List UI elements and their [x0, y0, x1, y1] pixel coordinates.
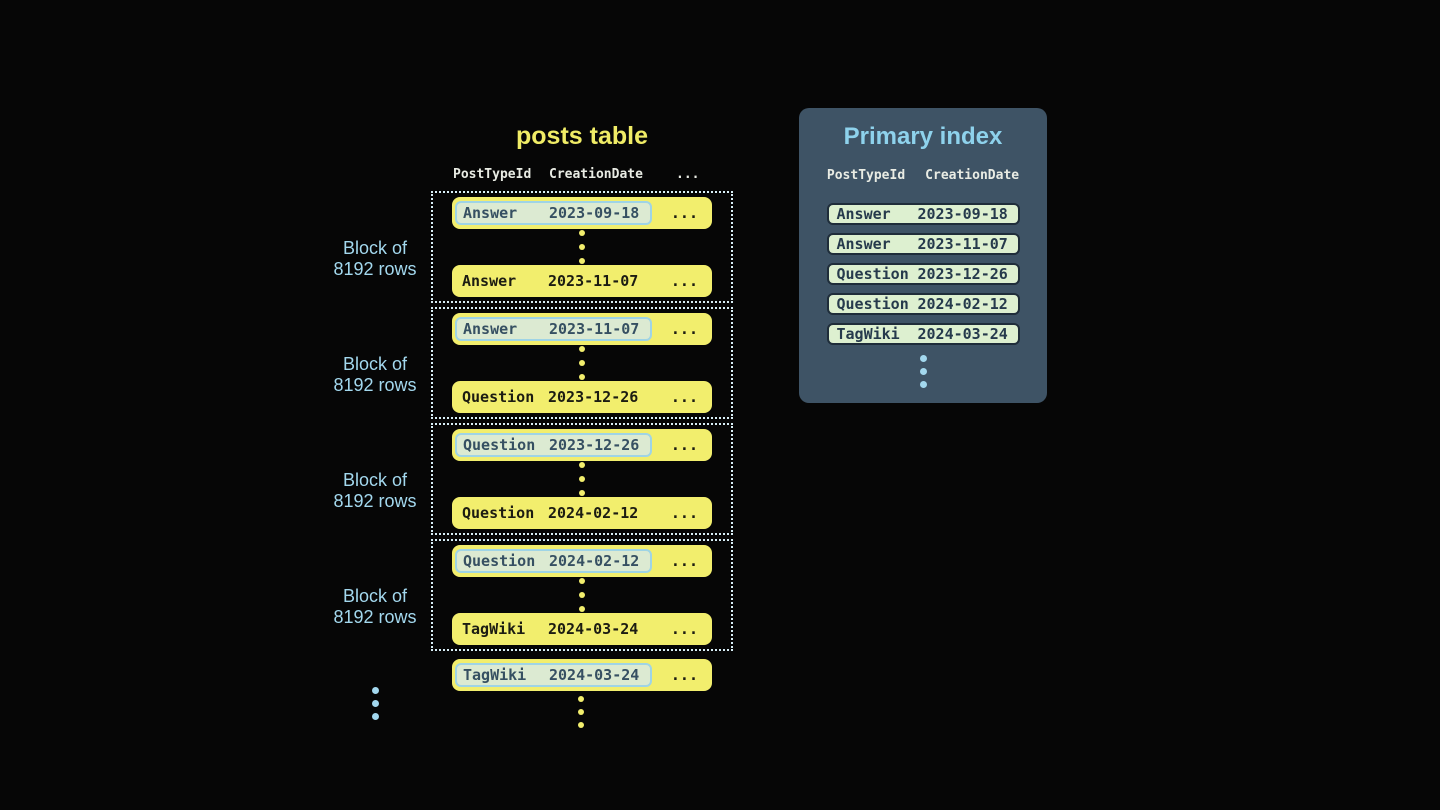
cell-creationdate: 2024-03-24: [917, 325, 1008, 343]
indexed-cell-highlight: Question 2024-02-12: [455, 549, 652, 573]
cell-posttypeid: Answer: [836, 205, 891, 223]
indexed-cell-highlight: TagWiki 2024-03-24: [455, 663, 652, 687]
table-block: Answer 2023-11-07 ... Question 2023-12-26 …: [431, 307, 733, 419]
cell-creationdate: 2023-11-07: [917, 235, 1008, 253]
cell-posttypeid: TagWiki: [462, 620, 526, 638]
block-label-line2: 8192 rows: [333, 607, 417, 627]
block-label: Block of 8192 rows: [326, 238, 424, 280]
posts-table-title: posts table: [516, 122, 648, 150]
cell-creationdate: 2024-02-12: [549, 552, 640, 570]
row-ellipsis: ...: [670, 620, 698, 638]
block-label-line1: Block of: [342, 470, 408, 490]
block-label-line2: 8192 rows: [333, 491, 417, 511]
cell-creationdate: 2023-12-26: [917, 265, 1008, 283]
table-row-first: Question 2024-02-12 ...: [452, 545, 712, 577]
column-header-posttypeid: PostTypeId: [453, 167, 532, 182]
block-label-line2: 8192 rows: [333, 375, 417, 395]
cell-posttypeid: Question: [836, 295, 909, 313]
cell-posttypeid: Answer: [463, 204, 518, 222]
cell-posttypeid: Question: [836, 265, 909, 283]
index-entry: Answer 2023-11-07: [826, 233, 1020, 255]
table-row-last: Answer 2023-11-07 ...: [452, 265, 712, 297]
vertical-ellipsis-dots: [579, 462, 585, 496]
cell-posttypeid: Question: [463, 436, 536, 454]
row-ellipsis: ...: [670, 272, 698, 290]
column-header-ellipsis: ...: [676, 167, 700, 182]
row-ellipsis: ...: [670, 436, 698, 454]
column-header-creationdate: CreationDate: [549, 167, 643, 182]
row-ellipsis: ...: [670, 552, 698, 570]
vertical-ellipsis-dots: [579, 578, 585, 612]
row-ellipsis: ...: [670, 504, 698, 522]
vertical-ellipsis-dots: [578, 696, 584, 728]
block-label: Block of 8192 rows: [326, 586, 424, 628]
cell-creationdate: 2023-11-07: [548, 272, 639, 290]
index-entry: Question 2024-02-12: [826, 293, 1020, 315]
primary-index-entries: Answer 2023-09-18 Answer 2023-11-07 Questi…: [799, 203, 1047, 345]
more-blocks-ellipsis-dots: [372, 687, 379, 720]
table-block: Question 2024-02-12 ... TagWiki 2024-03-24…: [431, 539, 733, 651]
cell-creationdate: 2023-12-26: [548, 388, 639, 406]
cell-creationdate: 2023-09-18: [549, 204, 640, 222]
cell-posttypeid: Answer: [463, 320, 518, 338]
cell-creationdate: 2023-11-07: [549, 320, 640, 338]
cell-posttypeid: Question: [462, 388, 535, 406]
indexed-cell-highlight: Answer 2023-09-18: [455, 201, 652, 225]
cell-creationdate: 2023-12-26: [549, 436, 640, 454]
cell-creationdate: 2024-03-24: [548, 620, 639, 638]
index-entry: TagWiki 2024-03-24: [826, 323, 1020, 345]
primary-index-column-headers: PostTypeId CreationDate: [799, 168, 1047, 183]
cell-creationdate: 2023-09-18: [917, 205, 1008, 223]
indexed-cell-highlight: Answer 2023-11-07: [455, 317, 652, 341]
cell-creationdate: 2024-03-24: [549, 666, 640, 684]
table-row-first: Answer 2023-11-07 ...: [452, 313, 712, 345]
table-block: Question 2023-12-26 ... Question 2024-02-1…: [431, 423, 733, 535]
cell-posttypeid: TagWiki: [463, 666, 527, 684]
column-header-creationdate: CreationDate: [925, 168, 1020, 183]
row-ellipsis: ...: [670, 666, 698, 684]
cell-creationdate: 2024-02-12: [917, 295, 1008, 313]
table-row-last: TagWiki 2024-03-24 ...: [452, 613, 712, 645]
primary-index-title: Primary index: [843, 123, 1003, 150]
cell-posttypeid: TagWiki: [836, 325, 900, 343]
block-label-line1: Block of: [342, 238, 408, 258]
block-label: Block of 8192 rows: [326, 354, 424, 396]
column-header-posttypeid: PostTypeId: [826, 168, 906, 183]
table-block: Answer 2023-09-18 ... Answer 2023-11-07 ..…: [431, 191, 733, 303]
index-entry: Question 2023-12-26: [826, 263, 1020, 285]
row-ellipsis: ...: [670, 204, 698, 222]
vertical-ellipsis-dots: [579, 346, 585, 380]
row-ellipsis: ...: [670, 320, 698, 338]
more-entries-ellipsis-dots: [799, 355, 1047, 388]
block-label-line2: 8192 rows: [333, 259, 417, 279]
table-row-overflow: TagWiki 2024-03-24 ...: [452, 659, 712, 691]
cell-posttypeid: Question: [463, 552, 536, 570]
cell-creationdate: 2024-02-12: [548, 504, 639, 522]
cell-posttypeid: Answer: [462, 272, 517, 290]
index-entry: Answer 2023-09-18: [826, 203, 1020, 225]
table-row-first: Question 2023-12-26 ...: [452, 429, 712, 461]
block-label: Block of 8192 rows: [326, 470, 424, 512]
row-ellipsis: ...: [670, 388, 698, 406]
vertical-ellipsis-dots: [579, 230, 585, 264]
indexed-cell-highlight: Question 2023-12-26: [455, 433, 652, 457]
block-label-line1: Block of: [342, 586, 408, 606]
table-row-last: Question 2024-02-12 ...: [452, 497, 712, 529]
cell-posttypeid: Question: [462, 504, 535, 522]
block-label-line1: Block of: [342, 354, 408, 374]
cell-posttypeid: Answer: [836, 235, 891, 253]
table-row-last: Question 2023-12-26 ...: [452, 381, 712, 413]
primary-index-panel: Primary index PostTypeId CreationDate An…: [799, 108, 1047, 403]
table-row-first: Answer 2023-09-18 ...: [452, 197, 712, 229]
